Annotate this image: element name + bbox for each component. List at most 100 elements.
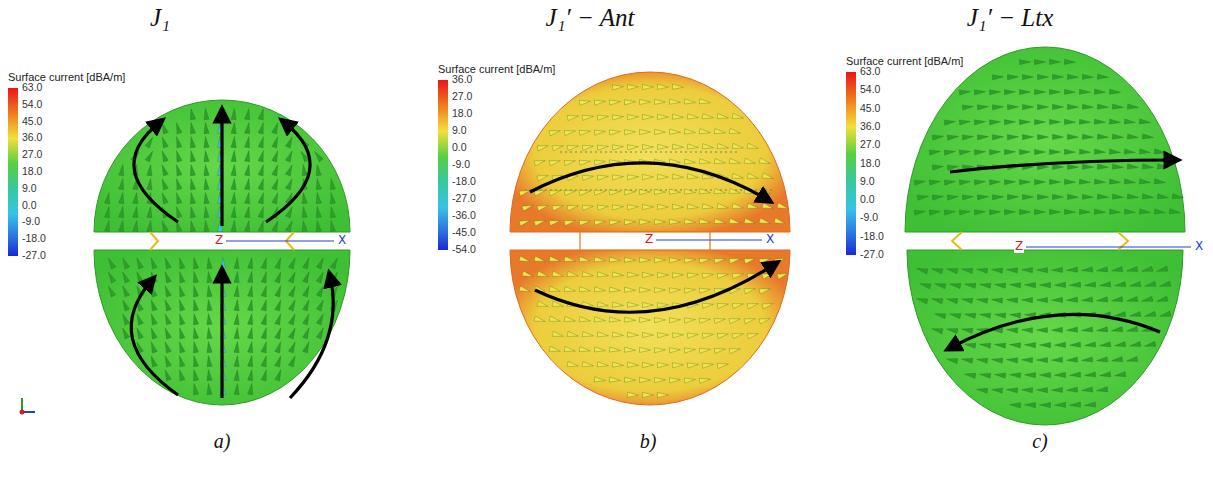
current-glyph	[549, 161, 560, 166]
current-glyph	[977, 388, 988, 393]
current-glyph	[672, 84, 683, 89]
current-glyph	[624, 377, 635, 382]
current-glyph	[1064, 59, 1075, 64]
current-glyph	[1007, 268, 1018, 273]
current-glyph	[579, 347, 590, 352]
current-glyph	[1010, 373, 1021, 378]
current-glyph	[989, 120, 1000, 125]
colorbar-tick: -18.0	[22, 232, 46, 245]
current-glyph	[248, 356, 253, 367]
current-glyph	[288, 258, 295, 269]
current-glyph	[609, 130, 620, 135]
current-glyph	[699, 288, 710, 293]
current-glyph	[165, 258, 171, 269]
current-glyph	[762, 273, 773, 279]
current-glyph	[747, 203, 758, 208]
current-glyph	[258, 193, 263, 204]
current-glyph	[992, 75, 1003, 80]
current-glyph	[989, 180, 1000, 185]
current-glyph	[657, 144, 668, 149]
current-glyph	[1085, 282, 1096, 287]
colorbar-tick: -27.0	[22, 249, 46, 262]
current-glyph	[672, 204, 683, 209]
colorbar-tick: 45.0	[860, 102, 880, 115]
current-glyph	[687, 363, 698, 368]
current-glyph	[1052, 327, 1063, 332]
current-glyph	[935, 284, 946, 289]
current-glyph	[717, 333, 728, 338]
current-glyph	[564, 131, 575, 136]
current-glyph	[193, 370, 198, 381]
current-glyph	[248, 314, 253, 325]
current-glyph	[974, 120, 985, 125]
current-glyph	[162, 165, 168, 176]
current-glyph	[717, 363, 728, 368]
current-glyph	[597, 205, 608, 210]
current-glyph	[579, 287, 590, 292]
current-glyph	[1157, 164, 1168, 169]
current-glyph	[962, 328, 973, 333]
current-glyph	[234, 314, 239, 325]
current-glyph	[534, 161, 545, 166]
current-glyph	[992, 195, 1003, 200]
current-glyph	[275, 328, 281, 339]
current-glyph	[564, 346, 575, 351]
current-glyph	[669, 258, 680, 263]
current-glyph	[190, 123, 195, 134]
current-glyph	[1142, 134, 1153, 139]
current-glyph	[1124, 119, 1135, 124]
current-glyph	[932, 135, 943, 140]
current-glyph	[702, 114, 713, 119]
current-glyph	[732, 203, 743, 208]
current-glyph	[759, 258, 770, 264]
current-glyph	[950, 314, 961, 319]
current-glyph	[657, 333, 668, 338]
current-glyph	[1100, 342, 1111, 347]
current-glyph	[1145, 341, 1156, 346]
current-glyph	[567, 271, 578, 276]
current-glyph	[1112, 194, 1123, 199]
current-glyph	[699, 129, 710, 134]
current-glyph	[1067, 387, 1078, 392]
current-glyph	[992, 105, 1003, 110]
current-glyph	[316, 286, 323, 297]
current-glyph	[303, 342, 309, 353]
current-glyph	[747, 304, 758, 309]
current-glyph	[1064, 179, 1075, 184]
current-glyph	[1067, 194, 1078, 199]
current-glyph	[1112, 267, 1123, 272]
current-glyph	[732, 334, 743, 339]
current-glyph	[639, 377, 650, 382]
current-glyph	[1085, 342, 1096, 347]
current-glyph	[193, 314, 198, 325]
current-glyph	[567, 331, 578, 336]
current-glyph	[248, 342, 253, 353]
current-glyph	[180, 272, 185, 283]
current-glyph	[1109, 89, 1120, 94]
current-glyph	[162, 221, 168, 232]
current-glyph	[316, 258, 323, 269]
current-glyph	[1127, 194, 1138, 199]
current-glyph	[594, 287, 605, 292]
current-glyph	[950, 284, 961, 289]
current-glyph	[272, 193, 278, 204]
current-glyph	[147, 221, 152, 232]
colorbar-tick: 0.0	[22, 199, 37, 212]
current-glyph	[609, 257, 620, 262]
current-glyph	[564, 191, 575, 196]
current-glyph	[1064, 89, 1075, 94]
current-glyph	[594, 160, 605, 165]
current-glyph	[609, 287, 620, 292]
antenna-half	[94, 250, 350, 405]
current-glyph	[1055, 282, 1066, 287]
current-glyph	[248, 300, 253, 311]
current-glyph	[974, 90, 985, 95]
current-glyph	[669, 288, 680, 293]
current-glyph	[654, 99, 665, 104]
current-glyph	[947, 329, 958, 334]
current-glyph	[537, 146, 548, 151]
current-glyph	[261, 286, 266, 297]
current-glyph	[245, 151, 250, 162]
current-glyph	[597, 145, 608, 150]
current-glyph	[974, 180, 985, 185]
